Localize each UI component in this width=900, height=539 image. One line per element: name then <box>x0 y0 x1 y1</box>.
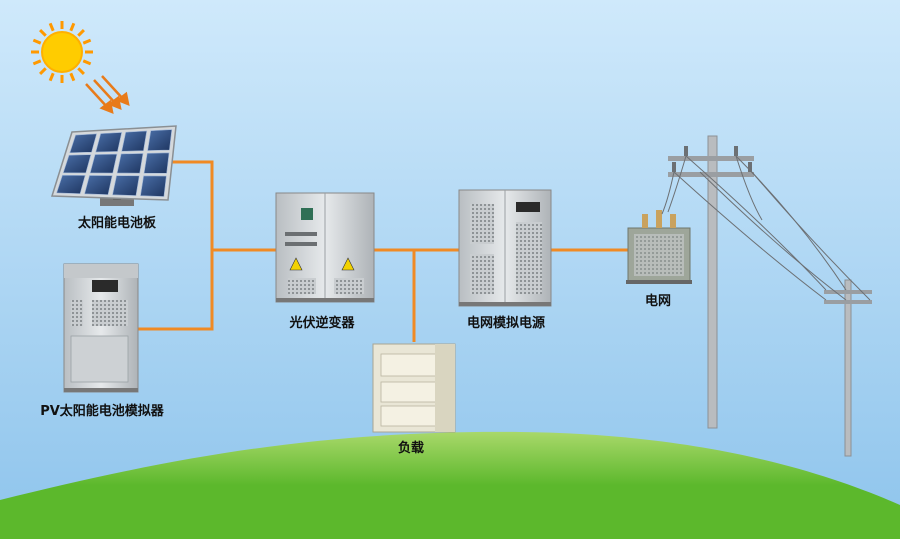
transformer-icon <box>626 210 692 284</box>
pv-simulator-cabinet-icon <box>63 263 139 393</box>
sun-ray <box>77 67 85 75</box>
solar-cell <box>143 152 170 174</box>
solar-cell <box>112 175 140 196</box>
solar-cell <box>121 130 148 152</box>
sun-ray <box>82 59 92 66</box>
load-cabinet-icon <box>372 343 456 433</box>
connection-wires <box>138 160 628 342</box>
grid-simulator-cabinet-icon <box>458 189 552 307</box>
sun-ray <box>48 72 55 82</box>
solar-cell <box>62 154 92 174</box>
solar-cell <box>84 175 113 195</box>
sun-ray <box>48 22 55 32</box>
solar-panel-label: 太阳能电池板 <box>77 216 157 231</box>
grid-label: 电网 <box>644 294 672 309</box>
load-label: 负载 <box>397 441 425 456</box>
power-lines <box>661 155 871 301</box>
utility-pole-far-icon <box>824 279 872 457</box>
solar-panel-icon <box>50 125 177 206</box>
sun-ray <box>69 72 76 82</box>
ground-hill <box>0 431 900 539</box>
inverter-label: 光伏逆变器 <box>289 316 355 331</box>
solar-cell <box>69 133 98 154</box>
solar-cell <box>116 153 144 174</box>
sun-icon <box>31 21 93 83</box>
solar-cell <box>56 174 86 194</box>
sun-ray <box>69 22 76 32</box>
wire-solar-to-inverter <box>172 160 276 252</box>
sun-ray <box>32 59 42 66</box>
sun-ray <box>39 67 47 75</box>
sun-ray <box>82 38 92 45</box>
sunlight-arrows-icon <box>85 75 130 115</box>
utility-pole-icon <box>668 135 754 429</box>
inverter-cabinet-icon <box>275 192 375 303</box>
sun-ray <box>39 29 47 37</box>
wire-simulator-to-bus <box>138 250 214 331</box>
solar-cell <box>89 153 118 174</box>
sun-ray <box>77 29 85 37</box>
sun-ray <box>32 38 42 45</box>
solar-cell <box>95 132 123 153</box>
pv-simulator-label: PV太阳能电池模拟器 <box>40 404 164 419</box>
solar-cell <box>147 129 173 151</box>
grid-simulator-label: 电网模拟电源 <box>466 316 546 331</box>
solar-cell <box>140 175 167 197</box>
